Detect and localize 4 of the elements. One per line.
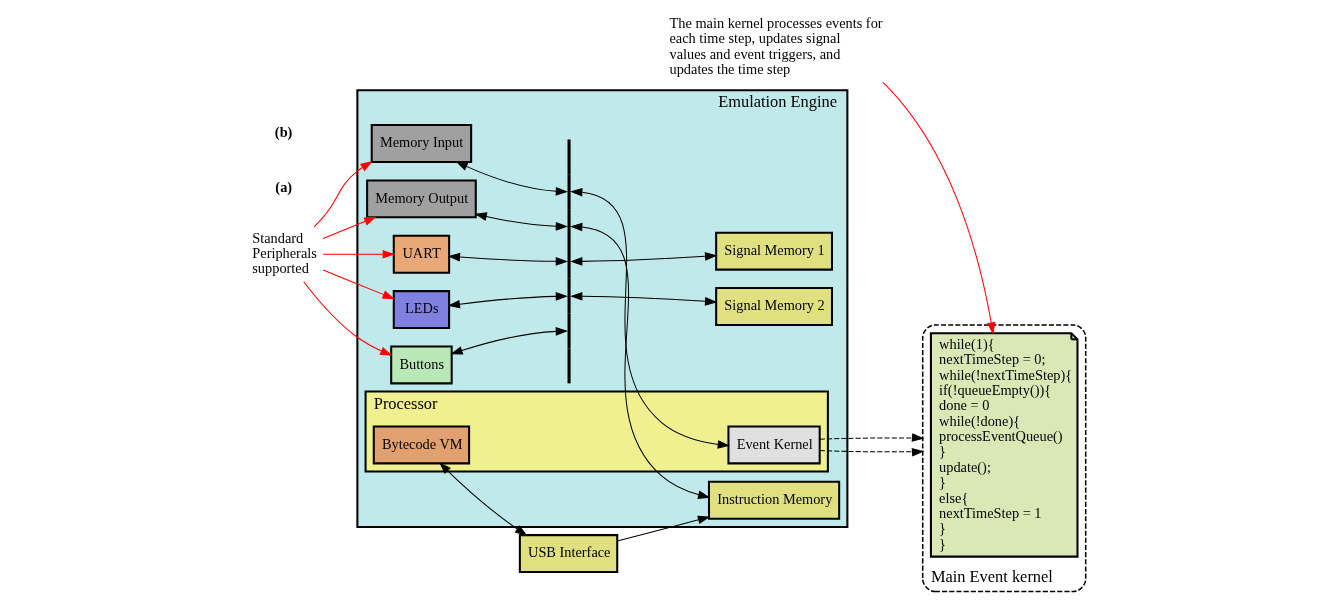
label: (b) [274, 124, 293, 141]
node-text: The main kernel processes events for each time step, updates signal values and event triggers, and updates the time step [669, 14, 883, 78]
node-text: Standard Peripherals supported [252, 229, 317, 277]
label: (a) [275, 179, 293, 196]
